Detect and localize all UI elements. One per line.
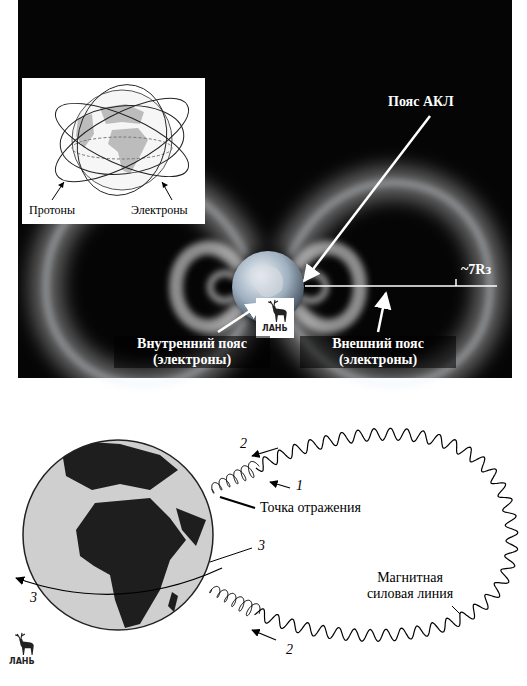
earth-cloud [250,265,283,297]
callout-number: 2 [238,436,249,452]
leader-arrow [378,293,386,332]
leader-line [220,497,255,508]
deer-logo [268,300,286,322]
motion-arrow [252,630,276,640]
belt-label: Внешний пояс (электроны) [300,336,456,368]
belt-label: Пояс АКЛ [388,94,454,110]
watermark: ЛАНЬ [262,325,288,334]
inset-box: Протоны Электроны [22,78,205,224]
callout-number: 3 [256,538,267,554]
drift-arrow [16,568,222,594]
callout-number: 2 [284,642,295,658]
motion-arrow [270,482,290,488]
axis-tick [455,279,457,286]
particle-label: Электроны [130,204,189,218]
field-line-label: Магнитная силовая линия [358,570,462,602]
radiation-belt-panel: Протоны Электроны Пояс АКЛ ~7RзВнутренний п… [18,0,512,378]
logo-patch [256,298,294,338]
watermark: ЛАНЬ [9,658,35,667]
belt-label: Внутренний пояс (электроны) [114,336,270,368]
mirror-coil [210,586,260,615]
callout-number: 1 [294,478,305,494]
leader-line [452,606,460,614]
inset-globe [22,78,205,224]
deer-logo [15,633,33,655]
leader-arrow [218,303,262,332]
earth-globe [23,440,213,630]
distance-label: ~7Rз [461,262,491,278]
field-line-helix [255,428,518,641]
mirror-coil [212,462,259,494]
distance-axis [305,285,497,287]
motion-arrow [252,448,278,456]
particle-label: Протоны [28,204,76,218]
leader-line [210,548,252,562]
leader-arrow [304,116,430,281]
point-label: Точка отражения [258,500,363,516]
callout-number: 3 [28,590,39,606]
